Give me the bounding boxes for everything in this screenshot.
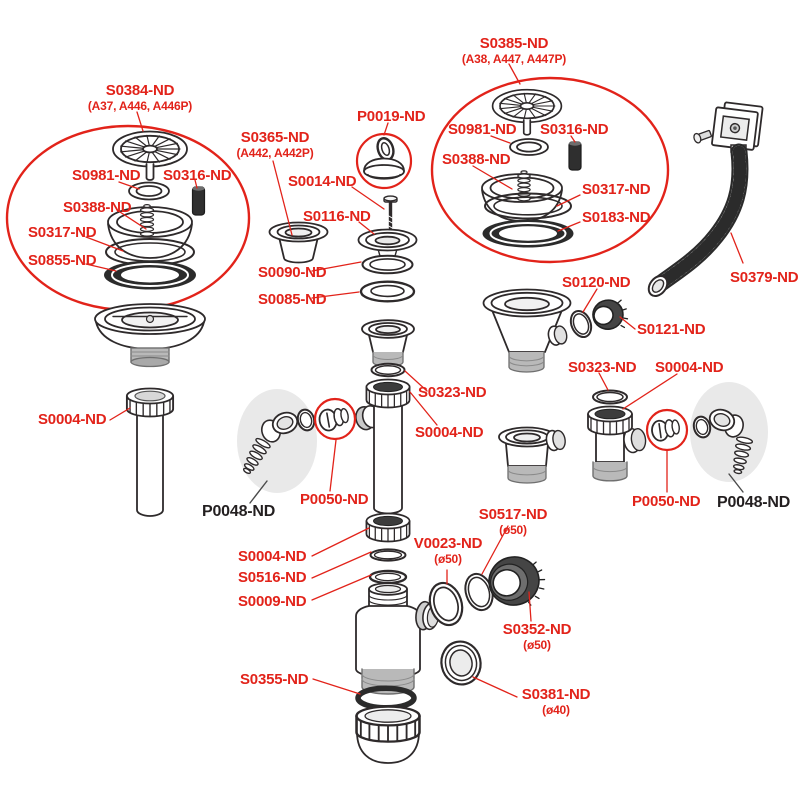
part-label-s0009-nd: S0009-ND [238, 593, 307, 610]
part-label-s0981-nd-left: S0981-ND [72, 167, 141, 184]
part-label-s0085-nd: S0085-ND [258, 291, 327, 308]
left-basket-assembly [5, 124, 251, 517]
part-label-p0019-nd: P0019-ND [357, 108, 426, 125]
part-label-s0116-nd: S0116-ND [303, 208, 371, 225]
part-label-s0014-nd: S0014-ND [288, 173, 357, 190]
plug-p0050-center [313, 397, 357, 441]
basket-body-s0388-left [107, 203, 193, 259]
part-label-s0981-nd-right: S0981-ND [448, 121, 517, 138]
part-label-s0323-nd-center: S0323-ND [418, 384, 487, 401]
tailpipe-s0004-left [125, 387, 175, 517]
funnel-center [361, 319, 415, 368]
part-label-s0388-nd-left: S0388-ND [63, 199, 132, 216]
part-label-s0381-nd: S0381-ND(ø40) [521, 686, 591, 717]
hose-connector-p0048-left [237, 389, 317, 493]
part-label-s0355-nd: S0355-ND [240, 671, 309, 688]
ring-s0009 [368, 569, 408, 585]
trap-body [355, 582, 440, 695]
pin-s0316-left [191, 186, 206, 216]
pin-s0316-right [568, 141, 582, 171]
right-basket-assembly [430, 76, 670, 264]
oring-s0516 [369, 548, 407, 562]
ring-s0323-center [370, 362, 406, 378]
part-label-p0050-nd-center: P0050-ND [300, 491, 369, 508]
part-label-p0048-nd-center: P0048-ND [202, 503, 276, 520]
hose-connector-p0048-right [690, 382, 768, 482]
part-label-s0183-nd: S0183-ND [582, 209, 651, 226]
gasket-s0855-left [104, 260, 196, 290]
leader-lines-red [85, 63, 744, 698]
part-label-v0023-nd: V0023-ND(ø50) [413, 535, 483, 566]
part-label-s0323-nd-right: S0323-ND [568, 359, 637, 376]
funnel-s0365 [268, 221, 329, 264]
washer-s0317-right [484, 192, 572, 220]
part-label-s0317-nd-left: S0317-ND [28, 224, 97, 241]
washer-s0981-left [128, 181, 170, 201]
bottom-right-rings [428, 556, 546, 686]
center-tube-assembly [355, 378, 411, 543]
overflow-fitting [693, 101, 764, 151]
part-label-s0365-nd: S0365-ND(A442, A442P) [236, 129, 314, 160]
ring-s0323-right [592, 389, 628, 405]
leader-lines-black [249, 473, 744, 504]
part-label-s0121-nd: S0121-ND [637, 321, 706, 338]
part-label-s0316-nd-left: S0316-ND [163, 167, 232, 184]
part-label-s0004-nd-center: S0004-ND [415, 424, 484, 441]
funnel-short-right [498, 426, 566, 484]
strainer-flange-s0116 [357, 228, 418, 260]
part-label-s0855-nd: S0855-ND [28, 252, 97, 269]
part-label-s0379-nd: S0379-ND [730, 269, 799, 286]
part-label-s0517-nd: S0517-ND(ø50) [478, 506, 548, 537]
part-label-s0120-nd: S0120-ND [562, 274, 631, 291]
gasket-s0183 [482, 219, 574, 248]
washer-s0090 [361, 254, 414, 275]
plug-p0050-right [645, 408, 689, 452]
part-label-s0004-nd-right: S0004-ND [655, 359, 724, 376]
right-funnel-group [482, 288, 629, 484]
washer-s0981-right [509, 138, 549, 156]
part-label-s0384-nd: S0384-ND(A37, A446, A446P) [87, 82, 193, 113]
ring-v0023 [428, 581, 464, 627]
part-label-s0004-nd-bottom: S0004-ND [238, 548, 307, 565]
plug-p0019 [355, 132, 413, 190]
washer-s0085 [359, 280, 416, 303]
nut-s0352 [488, 556, 546, 606]
part-label-s0090-nd: S0090-ND [258, 264, 327, 281]
part-label-s0352-nd: S0352-ND(ø50) [502, 621, 572, 652]
part-label-s0385-nd: S0385-ND(A38, A447, A447P) [461, 35, 567, 66]
sink-flange-body-left [94, 303, 206, 368]
nut-s0121 [592, 299, 629, 330]
part-label-p0050-nd-right: P0050-ND [632, 493, 701, 510]
part-label-s0004-nd-left: S0004-ND [38, 411, 107, 428]
part-label-s0516-nd: S0516-ND [238, 569, 307, 586]
middle-column [268, 132, 440, 764]
trap-cup [355, 705, 421, 764]
funnel-tall-right [482, 288, 572, 373]
part-label-s0316-nd-right: S0316-ND [540, 121, 609, 138]
part-label-s0388-nd-right: S0388-ND [442, 151, 511, 168]
overflow-screw [693, 129, 712, 144]
part-label-p0048-nd-right: P0048-ND [717, 494, 791, 511]
ring-s0381 [440, 640, 482, 686]
part-label-s0317-nd-right: S0317-ND [582, 181, 651, 198]
right-tube-assembly [587, 389, 647, 482]
corrugated-hose-s0379 [647, 143, 749, 297]
ring-s0120 [569, 309, 593, 339]
